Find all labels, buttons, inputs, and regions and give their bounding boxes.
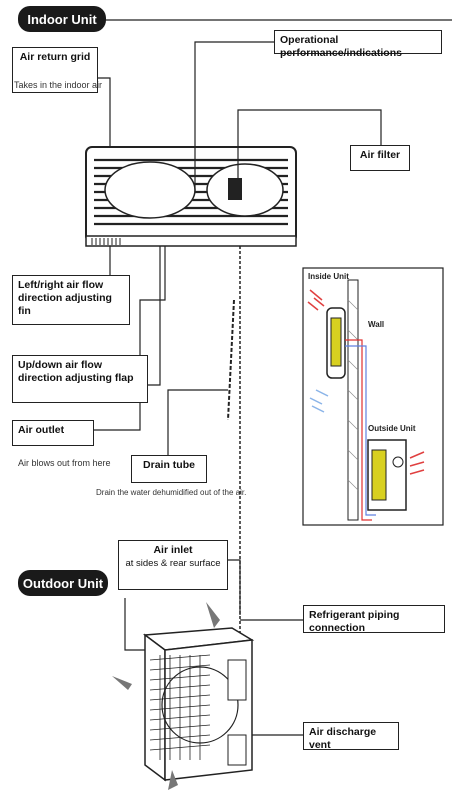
- air-inlet-desc: at sides & rear surface: [125, 558, 221, 569]
- inset-outside-unit-label: Outside Unit: [368, 424, 416, 433]
- drain-tube-label: Drain tube: [143, 459, 195, 471]
- air-filter-label: Air filter: [359, 149, 401, 161]
- air-return-grid-box: Air return grid: [12, 47, 98, 93]
- air-outlet-desc: Air blows out from here: [18, 458, 111, 468]
- leader-lines: [80, 19, 452, 736]
- inset-inside-unit-label: Inside Unit: [308, 272, 349, 281]
- air-outlet-box: Air outlet: [12, 420, 94, 446]
- outdoor-unit-illustration: [112, 602, 255, 790]
- air-return-grid-label: Air return grid: [19, 51, 91, 63]
- indoor-unit-heading: Indoor Unit: [18, 6, 106, 32]
- indoor-unit-illustration: [85, 146, 297, 247]
- outdoor-unit-heading: Outdoor Unit: [18, 570, 108, 596]
- lr-fin-label: Left/right air flow direction adjusting …: [18, 279, 112, 317]
- ud-flap-box: Up/down air flow direction adjusting fla…: [12, 355, 148, 403]
- ud-flap-label: Up/down air flow direction adjusting fla…: [18, 359, 134, 384]
- operational-performance-box: Operational performance/indications: [274, 30, 442, 59]
- air-return-grid-desc: Takes in the indoor air: [14, 80, 103, 90]
- operational-performance-label: Operational performance/indications: [280, 34, 402, 59]
- air-inlet-label: Air inlet: [153, 544, 193, 556]
- installation-inset: [302, 267, 444, 526]
- air-discharge-vent-label: Air discharge vent: [309, 726, 377, 751]
- drain-tube-desc: Drain the water dehumidified out of the …: [96, 488, 247, 497]
- drain-tube-box: Drain tube: [131, 455, 207, 483]
- drain-tube-line: [227, 246, 241, 640]
- refrigerant-piping-label: Refrigerant piping connection: [309, 609, 400, 634]
- inset-wall-label: Wall: [368, 320, 385, 329]
- lr-fin-box: Left/right air flow direction adjusting …: [12, 275, 130, 325]
- refrigerant-piping-box: Refrigerant piping connection: [303, 605, 445, 634]
- air-outlet-label: Air outlet: [18, 424, 65, 436]
- air-discharge-vent-box: Air discharge vent: [303, 722, 399, 751]
- air-filter-box: Air filter: [350, 145, 410, 171]
- air-inlet-box: Air inlet at sides & rear surface: [118, 540, 228, 590]
